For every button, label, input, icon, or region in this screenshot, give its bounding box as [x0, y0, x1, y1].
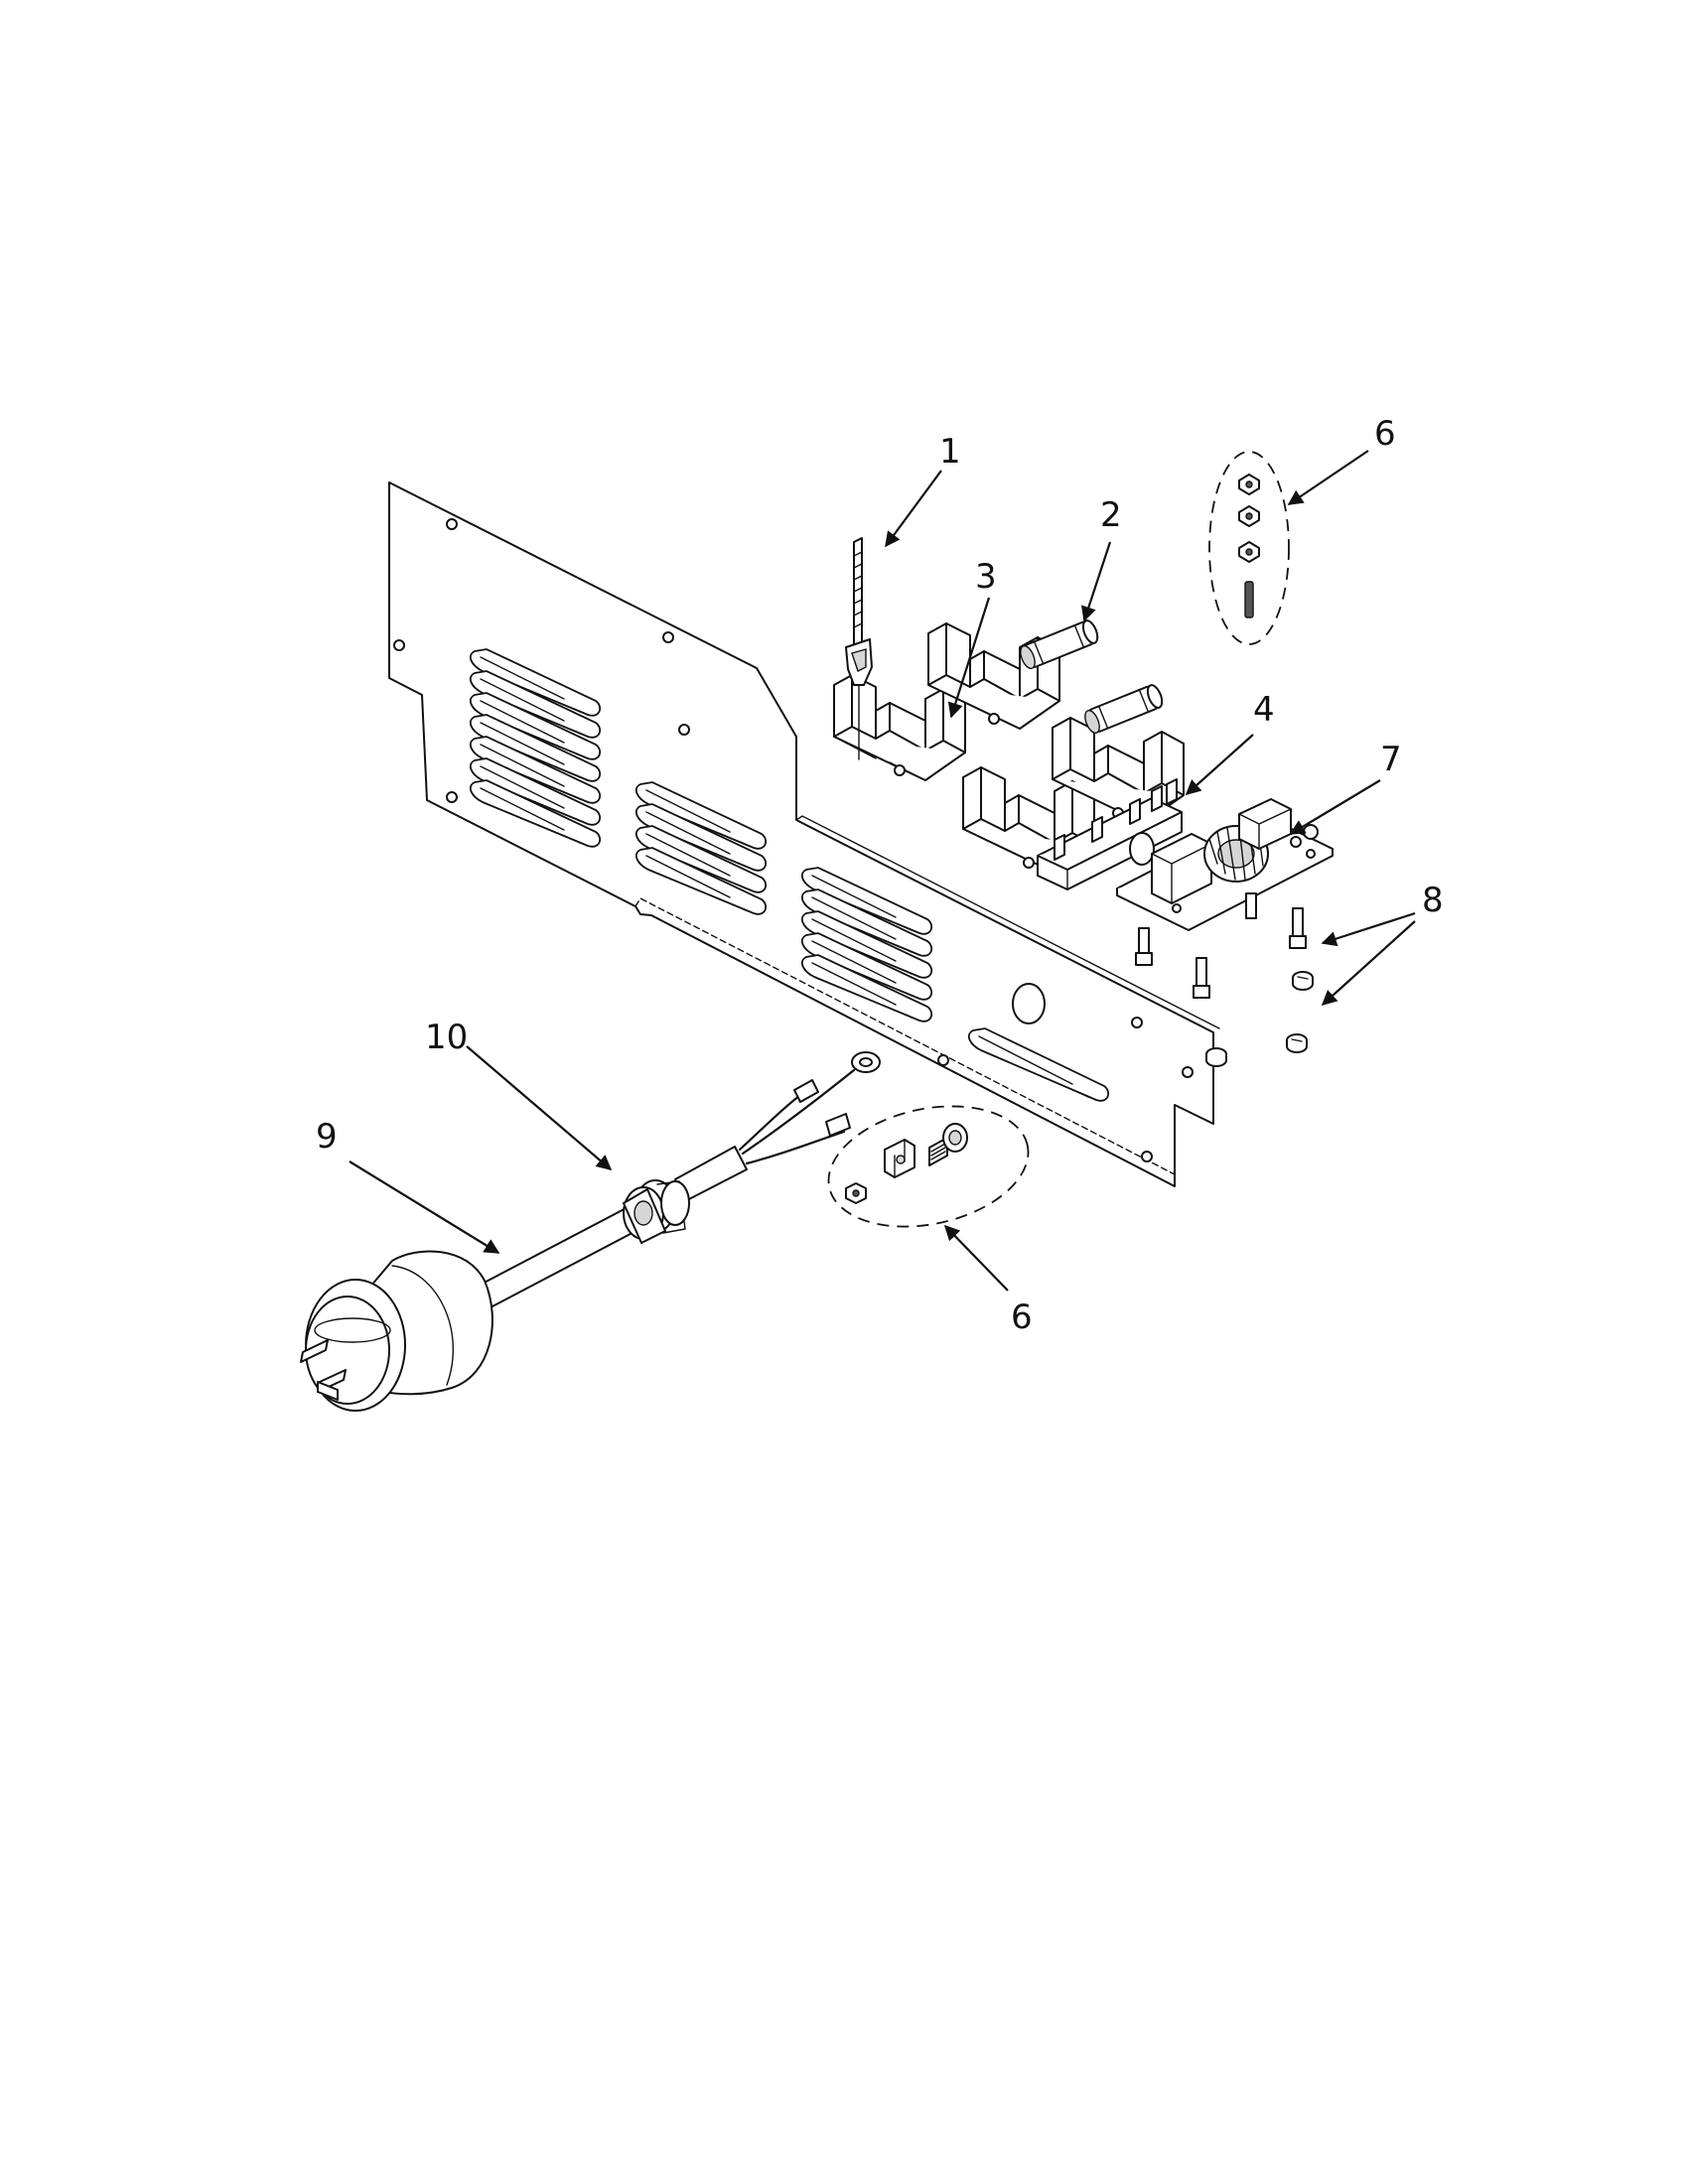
callout-10: 10 [425, 1018, 468, 1057]
louver-slot [634, 781, 768, 850]
louver-slot [800, 888, 933, 957]
power-cord [300, 1051, 881, 1412]
callout-9: 9 [316, 1117, 338, 1157]
louver-slot [634, 803, 768, 872]
louver-slot [800, 954, 933, 1023]
louver-tick [739, 906, 747, 911]
louver-tick [739, 863, 747, 868]
louver-tick [905, 970, 913, 975]
louver-tick [739, 885, 747, 889]
louver-edge [480, 722, 565, 765]
louver-tick [905, 926, 913, 931]
callout-4: 4 [1253, 690, 1275, 730]
cable-tie [845, 537, 873, 760]
louver-edge [645, 789, 731, 833]
callout-8: 8 [1422, 881, 1444, 920]
louver-edge [978, 1035, 1073, 1085]
hardware-kit-top [1208, 451, 1290, 645]
hardware-kit-bottom [827, 1105, 1030, 1228]
louver-slot [469, 736, 602, 804]
louver-edge [480, 656, 565, 700]
mounting-screws [1205, 971, 1314, 1067]
callout-6-bottom: 6 [1011, 1297, 1033, 1337]
louver-edge [480, 765, 565, 809]
callout-1: 1 [939, 432, 961, 472]
louver-tick [905, 992, 913, 997]
louver-edge [811, 875, 897, 918]
louver-slot [800, 932, 933, 1001]
louver-tick [905, 948, 913, 953]
louver-edge [811, 918, 897, 962]
louver-slot [469, 648, 602, 717]
louver-tick [739, 841, 747, 846]
louver-edge [645, 833, 731, 877]
fuses [1020, 619, 1164, 735]
callout-7: 7 [1380, 740, 1402, 779]
louver-slot [634, 825, 768, 893]
louver-slot [800, 867, 933, 935]
louver-slot [469, 714, 602, 782]
louver-slot [469, 757, 602, 826]
louver-slot [469, 779, 602, 848]
louver-slot [800, 910, 933, 979]
louver-slot [469, 692, 602, 760]
louver-tick [573, 773, 581, 778]
louver-edge [645, 855, 731, 898]
louver-tick [905, 1014, 913, 1019]
louver-slot [469, 670, 602, 739]
louver-edge [811, 962, 897, 1006]
louver-edge [480, 787, 565, 831]
terminal-block [1037, 778, 1183, 890]
panel-louvers [469, 648, 1110, 1102]
callout-labels: 1 2 3 4 6 7 8 10 9 6 [316, 414, 1444, 1337]
louver-tick [573, 839, 581, 844]
louver-tick [573, 708, 581, 713]
louver-tick [573, 730, 581, 735]
callout-3: 3 [975, 557, 997, 597]
callout-2: 2 [1100, 495, 1122, 535]
louver-tick [573, 751, 581, 756]
louver-edge [480, 700, 565, 744]
leader-lines [349, 450, 1416, 1292]
louver-edge [480, 744, 565, 787]
back-panel [388, 481, 1220, 1187]
louver-slot [967, 1027, 1110, 1102]
louver-edge [811, 940, 897, 984]
louver-edge [811, 896, 897, 940]
louver-tick [1081, 1093, 1089, 1098]
louver-slot [634, 847, 768, 915]
louver-edge [480, 678, 565, 722]
louver-tick [573, 795, 581, 800]
callout-6-top: 6 [1374, 414, 1396, 454]
louver-tick [573, 817, 581, 822]
emi-filter-board [1116, 798, 1334, 999]
louver-edge [645, 811, 731, 855]
